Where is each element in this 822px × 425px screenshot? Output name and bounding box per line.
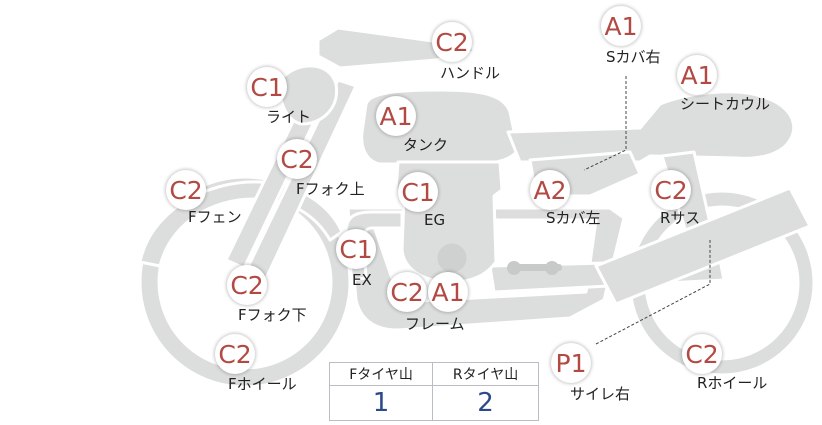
- front-fork-lower-grade-badge: C2: [227, 265, 267, 305]
- rear-tire-header: Rタイヤ山: [432, 362, 539, 386]
- side-cover-left-grade-badge: A2: [530, 170, 570, 210]
- light-label: ライト: [266, 108, 312, 126]
- seat-cowl-label: シートカウル: [680, 95, 771, 113]
- handle-label: ハンドル: [440, 64, 501, 82]
- headlight-shape: [278, 64, 339, 126]
- side-cover-right-grade-badge: A1: [601, 6, 641, 46]
- handle-grade-badge: C2: [432, 22, 472, 62]
- side-cover-left-label: Sカバ左: [546, 209, 601, 227]
- front-tire-header: Fタイヤ山: [328, 362, 434, 386]
- tank-grade-badge: A1: [376, 96, 416, 136]
- leader-line-muffler-right: [595, 240, 711, 345]
- muffler-shape: [594, 186, 812, 306]
- front-fender-grade-badge: C2: [166, 170, 206, 210]
- frame-grade-badge: C2: [387, 272, 427, 312]
- seat-cowl-grade-badge: A1: [677, 55, 717, 95]
- rear-suspension-grade-badge: C2: [651, 170, 691, 210]
- exhaust-label: EX: [352, 271, 372, 289]
- light-grade-badge: C1: [247, 67, 287, 107]
- rear-wheel-label: Rホイール: [697, 374, 768, 392]
- rear-suspension-label: Rサス: [660, 209, 701, 227]
- front-fork-upper-grade-badge: C2: [277, 139, 317, 179]
- front-wheel-grade-badge: C2: [215, 334, 255, 374]
- rear-wheel-grade-badge: C2: [682, 334, 722, 374]
- footpeg-shape: [507, 261, 562, 275]
- leader-line-side-cover-right: [583, 76, 627, 171]
- exhaust-grade-badge: C1: [336, 229, 376, 269]
- front-fender-label: Fフェン: [188, 208, 242, 226]
- front-fork-lower-label: Fフォク下: [238, 306, 307, 324]
- muffler-right-label: サイレ右: [570, 385, 631, 403]
- tire-tread-table: Fタイヤ山 Rタイヤ山 1 2: [328, 362, 539, 421]
- frame-label: フレーム: [405, 315, 465, 333]
- muffler-right-grade-badge: P1: [551, 343, 591, 383]
- frame-grade-badge-2: A1: [428, 272, 468, 312]
- front-tire-value: 1: [328, 385, 434, 421]
- side-cover-right-label: Sカバ右: [606, 48, 661, 66]
- front-wheel-label: Fホイール: [228, 375, 297, 393]
- engine-label: EG: [424, 211, 446, 229]
- tank-label: タンク: [403, 136, 449, 154]
- front-fork-upper-label: Fフォク上: [296, 180, 365, 198]
- handle-shape: [316, 26, 476, 70]
- engine-grade-badge: C1: [398, 172, 438, 212]
- rear-tire-value: 2: [432, 385, 539, 421]
